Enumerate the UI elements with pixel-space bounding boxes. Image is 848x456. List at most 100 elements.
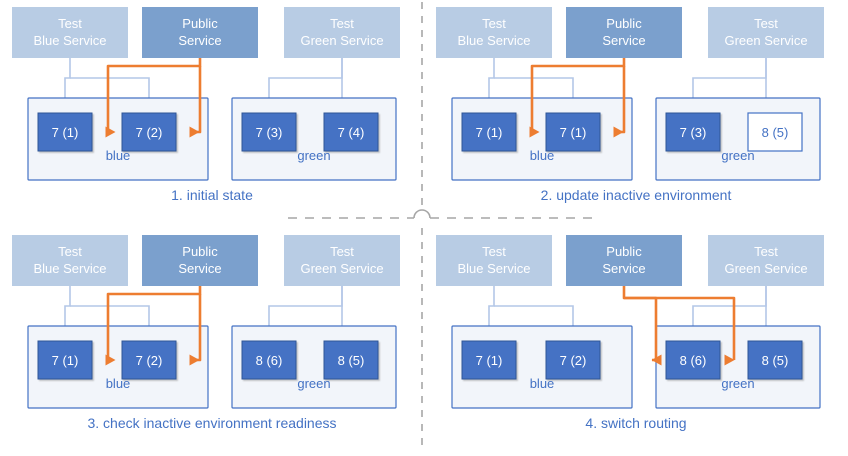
service-label-line2: Blue Service <box>34 261 107 276</box>
service-label-line1: Test <box>482 16 506 31</box>
node-box <box>461 340 517 380</box>
node-label: 8 (5) <box>762 125 789 140</box>
arrow-test-blue-to-node-2 <box>70 305 157 340</box>
node-label: 7 (1) <box>560 125 587 140</box>
node-box <box>747 112 803 152</box>
orange-routing-public-to-blue <box>529 58 626 138</box>
service-label-line2: Service <box>178 261 221 276</box>
service-box <box>566 235 682 286</box>
node-box <box>545 340 601 380</box>
service-label-line2: Green Service <box>724 261 807 276</box>
quadrant-caption: 3. check inactive environment readiness <box>87 415 336 431</box>
blue-connectors <box>64 286 350 340</box>
environment-label: blue <box>530 376 555 391</box>
arrow-public-to-blue-node-2 <box>189 294 202 366</box>
service-label-line2: Blue Service <box>458 261 531 276</box>
arrow-test-blue-to-node-1 <box>64 58 73 112</box>
service-label-line2: Service <box>602 261 645 276</box>
arrow-public-to-blue-node-2 <box>613 66 626 138</box>
service-label-line1: Test <box>330 244 354 259</box>
arrow-test-blue-to-node-2 <box>70 77 157 112</box>
arrow-test-blue-to-node-2 <box>494 305 581 340</box>
quadrant-dividers <box>288 2 600 452</box>
orange-routing-public-to-green <box>622 286 740 366</box>
service-box <box>284 7 400 58</box>
divider-jump-arc <box>413 209 431 219</box>
node-box <box>241 340 297 380</box>
service-label-line2: Green Service <box>724 33 807 48</box>
node-box <box>241 112 297 152</box>
environment-label: green <box>297 148 330 163</box>
service-label-line2: Service <box>178 33 221 48</box>
service-box <box>12 235 128 286</box>
node-label: 7 (2) <box>560 353 587 368</box>
service-label-line2: Green Service <box>300 261 383 276</box>
node-label: 7 (1) <box>476 353 503 368</box>
environment-label: green <box>297 376 330 391</box>
node-label: 7 (1) <box>476 125 503 140</box>
arrow-test-blue-to-node-1 <box>64 286 73 340</box>
environment-label: blue <box>106 376 131 391</box>
service-label-line1: Test <box>482 244 506 259</box>
quadrant-caption: 2. update inactive environment <box>541 187 732 203</box>
service-label-line1: Public <box>182 244 218 259</box>
service-label-line1: Public <box>182 16 218 31</box>
environment-label: green <box>721 376 754 391</box>
environment-green: 8 (6)8 (5)green <box>655 325 821 409</box>
service-label-line2: Blue Service <box>458 33 531 48</box>
node-label: 7 (1) <box>52 353 79 368</box>
environment-green: 7 (3)7 (4)green <box>231 97 397 181</box>
service-label-line2: Service <box>602 33 645 48</box>
arrow-test-blue-to-node-2 <box>494 77 581 112</box>
node-label: 7 (3) <box>680 125 707 140</box>
node-label: 7 (1) <box>52 125 79 140</box>
node-box <box>121 340 177 380</box>
arrow-public-to-blue-node-1 <box>529 58 626 138</box>
environment-blue: 7 (1) 7 (2) blue <box>27 97 209 181</box>
node-label: 8 (5) <box>338 353 365 368</box>
node-label: 7 (3) <box>256 125 283 140</box>
node-label: 8 (6) <box>680 353 707 368</box>
service-label-line1: Test <box>58 16 82 31</box>
service-label-line1: Public <box>606 244 642 259</box>
node-label: 7 (2) <box>136 125 163 140</box>
service-label-line1: Test <box>58 244 82 259</box>
node-box <box>747 340 803 380</box>
service-label-line2: Green Service <box>300 33 383 48</box>
service-box <box>142 235 258 286</box>
environment-green: 8 (6)8 (5)green <box>231 325 397 409</box>
service-box <box>436 7 552 58</box>
environment-blue: 7 (1) 7 (2) blue <box>451 325 633 409</box>
service-box <box>284 235 400 286</box>
orange-routing-public-to-blue <box>105 58 202 138</box>
node-box <box>665 112 721 152</box>
service-label-line2: Blue Service <box>34 33 107 48</box>
service-box <box>708 7 824 58</box>
service-label-line1: Test <box>754 244 778 259</box>
node-box <box>37 340 93 380</box>
environment-label: blue <box>530 148 555 163</box>
node-box <box>665 340 721 380</box>
service-box <box>142 7 258 58</box>
arrow-test-blue-to-node-1 <box>488 58 497 112</box>
service-label-line1: Test <box>330 16 354 31</box>
quadrant-caption: 4. switch routing <box>585 415 686 431</box>
arrow-test-blue-to-node-1 <box>488 286 497 340</box>
environment-label: blue <box>106 148 131 163</box>
node-label: 7 (2) <box>136 353 163 368</box>
